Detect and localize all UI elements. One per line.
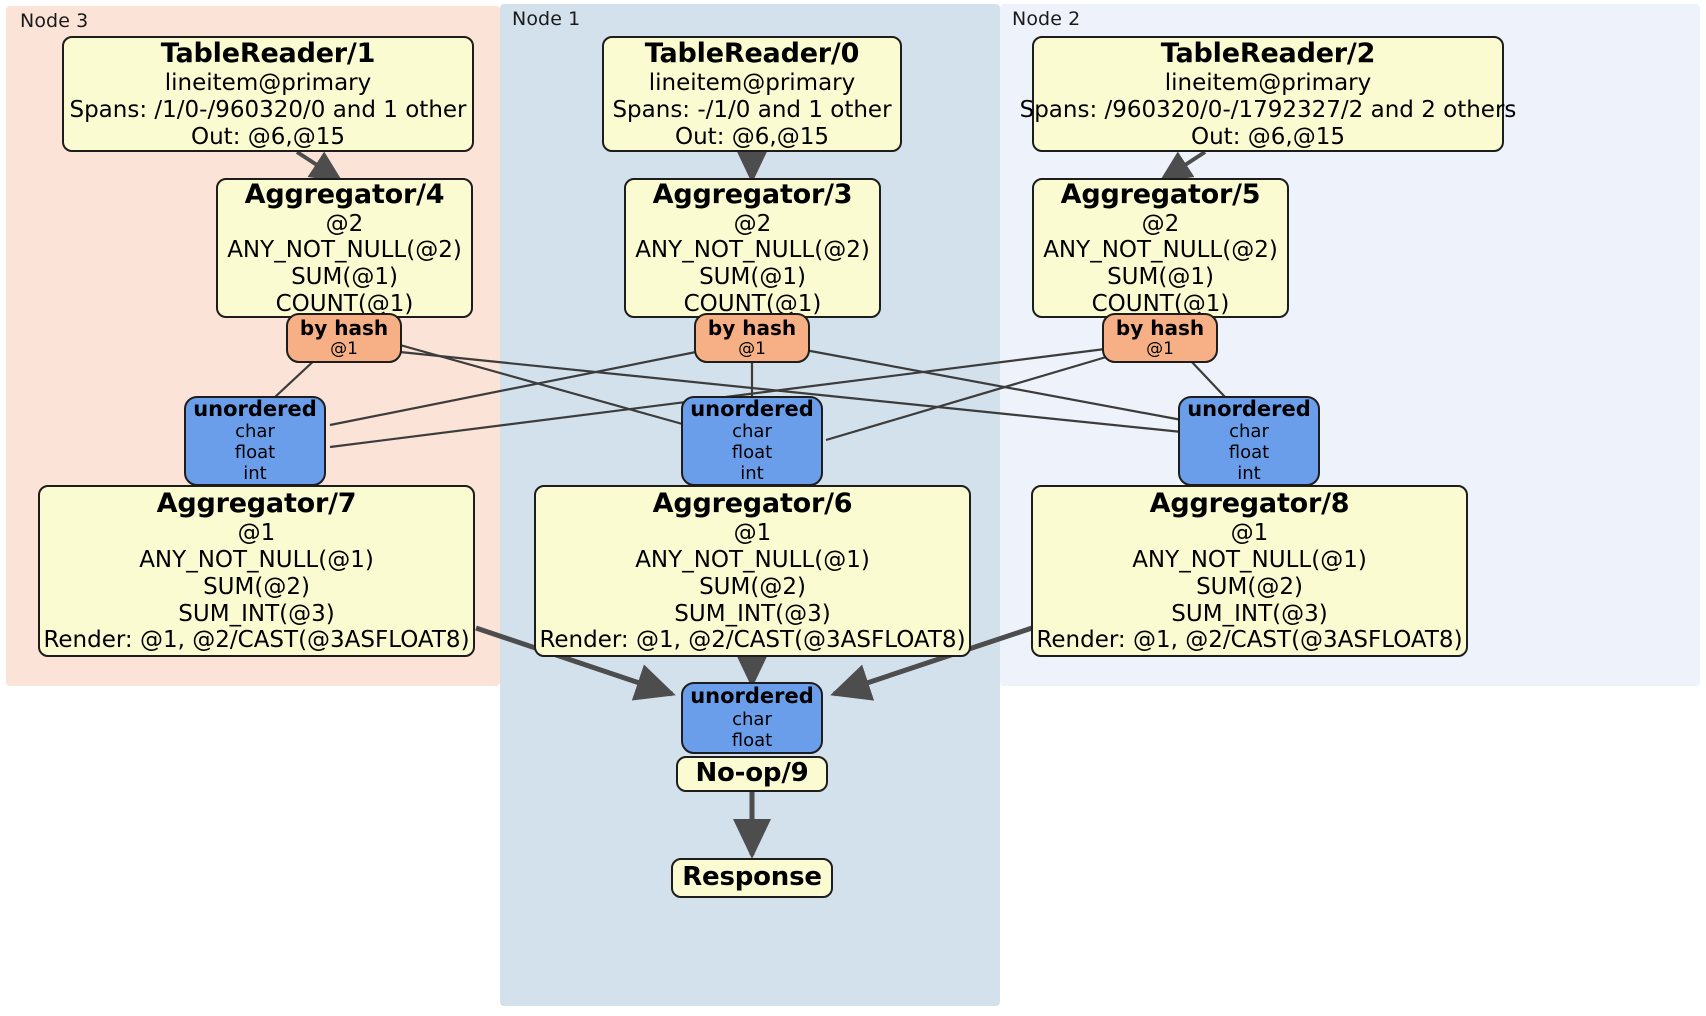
processor-render: Render: @1, @2/CAST(@3ASFLOAT8) (1036, 627, 1463, 654)
processor-title: Aggregator/6 (652, 488, 853, 520)
hash-router-node-1[interactable]: by hash @1 (694, 313, 810, 363)
processor-agg-1: ANY_NOT_NULL(@2) (227, 237, 462, 264)
processor-agg-1: ANY_NOT_NULL(@1) (635, 547, 870, 574)
unordered-router-node-2[interactable]: unordered char float int (1178, 396, 1320, 486)
processor-response[interactable]: Response (671, 858, 833, 898)
processor-aggregator-6[interactable]: Aggregator/6 @1 ANY_NOT_NULL(@1) SUM(@2)… (534, 485, 971, 657)
router-type-1: char (732, 421, 772, 443)
unordered-router-node-3[interactable]: unordered char float int (184, 396, 326, 486)
processor-out: Out: @6,@15 (191, 123, 345, 150)
processor-table: lineitem@primary (648, 70, 856, 97)
processor-agg-1: ANY_NOT_NULL(@1) (1132, 547, 1367, 574)
router-type-2: float (1228, 442, 1270, 464)
processor-agg-3: SUM_INT(@3) (178, 600, 335, 627)
router-title: by hash (1115, 315, 1205, 340)
processor-agg-3: COUNT(@1) (683, 290, 822, 317)
processor-aggregator-8[interactable]: Aggregator/8 @1 ANY_NOT_NULL(@1) SUM(@2)… (1031, 485, 1468, 657)
router-type-3: int (740, 463, 764, 485)
processor-spans: Spans: /960320/0-/1792327/2 and 2 others (1019, 96, 1517, 123)
processor-agg-2: SUM(@2) (203, 573, 310, 600)
processor-title: Aggregator/3 (652, 178, 853, 210)
processor-agg-2: SUM(@2) (699, 573, 806, 600)
processor-agg-1: ANY_NOT_NULL(@1) (139, 547, 374, 574)
processor-title: Aggregator/8 (1149, 488, 1350, 520)
router-title: unordered (193, 397, 317, 422)
router-type-2: float (731, 729, 773, 751)
panel-node-1-label: Node 1 (512, 8, 581, 30)
panel-node-2-label: Node 2 (1012, 8, 1081, 30)
processor-agg-1: ANY_NOT_NULL(@2) (635, 237, 870, 264)
unordered-router-node-1[interactable]: unordered char float int (681, 396, 823, 486)
hash-router-node-2[interactable]: by hash @1 (1102, 313, 1218, 363)
processor-agg-3: COUNT(@1) (1091, 290, 1230, 317)
processor-table-reader-2[interactable]: TableReader/2 lineitem@primary Spans: /9… (1020, 36, 1516, 152)
processor-agg-3: COUNT(@1) (275, 290, 414, 317)
processor-table: lineitem@primary (1164, 70, 1372, 97)
processor-agg-3: SUM_INT(@3) (674, 600, 831, 627)
router-type-1: char (1229, 421, 1269, 443)
processor-aggregator-7[interactable]: Aggregator/7 @1 ANY_NOT_NULL(@1) SUM(@2)… (38, 485, 475, 657)
processor-title: TableReader/0 (644, 37, 860, 69)
processor-title: Aggregator/7 (156, 488, 357, 520)
router-type-3: int (243, 463, 267, 485)
processor-render: Render: @1, @2/CAST(@3ASFLOAT8) (43, 627, 470, 654)
processor-out: Out: @6,@15 (1191, 123, 1345, 150)
processor-table: lineitem@primary (164, 70, 372, 97)
hash-router-node-3[interactable]: by hash @1 (286, 313, 402, 363)
processor-agg-1: ANY_NOT_NULL(@2) (1043, 237, 1278, 264)
processor-out: Out: @6,@15 (675, 123, 829, 150)
processor-title: Aggregator/5 (1060, 178, 1261, 210)
processor-no-op-9[interactable]: No-op/9 (676, 756, 828, 792)
router-type-1: char (235, 421, 275, 443)
processor-title: TableReader/2 (1160, 37, 1376, 69)
processor-agg-3: SUM_INT(@3) (1171, 600, 1328, 627)
processor-group-col: @2 (1141, 210, 1180, 237)
router-title: by hash (299, 315, 389, 340)
processor-title: No-op/9 (695, 758, 809, 789)
processor-group-col: @1 (1230, 520, 1269, 547)
processor-group-col: @2 (325, 210, 364, 237)
processor-title: Response (682, 862, 822, 893)
processor-aggregator-3[interactable]: Aggregator/3 @2 ANY_NOT_NULL(@2) SUM(@1)… (624, 178, 881, 318)
router-title: unordered (690, 397, 814, 422)
processor-spans: Spans: /1/0-/960320/0 and 1 other (69, 96, 467, 123)
router-type-2: float (731, 442, 773, 464)
router-title: unordered (1187, 397, 1311, 422)
processor-group-col: @2 (733, 210, 772, 237)
unordered-router-final[interactable]: unordered char float (681, 682, 823, 754)
panel-node-3-label: Node 3 (20, 10, 89, 32)
router-column: @1 (1146, 338, 1174, 359)
processor-spans: Spans: -/1/0 and 1 other (612, 96, 892, 123)
processor-group-col: @1 (733, 520, 772, 547)
processor-table-reader-0[interactable]: TableReader/0 lineitem@primary Spans: -/… (602, 36, 902, 152)
processor-render: Render: @1, @2/CAST(@3ASFLOAT8) (539, 627, 966, 654)
processor-agg-2: SUM(@1) (699, 264, 806, 291)
router-title: unordered (690, 684, 814, 709)
processor-group-col: @1 (237, 520, 276, 547)
router-type-3: int (1237, 463, 1261, 485)
processor-agg-2: SUM(@2) (1196, 573, 1303, 600)
processor-agg-2: SUM(@1) (291, 264, 398, 291)
router-type-1: char (732, 708, 772, 730)
processor-title: TableReader/1 (160, 37, 376, 69)
processor-agg-2: SUM(@1) (1107, 264, 1214, 291)
router-title: by hash (707, 315, 797, 340)
processor-aggregator-5[interactable]: Aggregator/5 @2 ANY_NOT_NULL(@2) SUM(@1)… (1032, 178, 1289, 318)
router-column: @1 (738, 338, 766, 359)
processor-aggregator-4[interactable]: Aggregator/4 @2 ANY_NOT_NULL(@2) SUM(@1)… (216, 178, 473, 318)
processor-table-reader-1[interactable]: TableReader/1 lineitem@primary Spans: /1… (62, 36, 474, 152)
processor-title: Aggregator/4 (244, 178, 445, 210)
router-column: @1 (330, 338, 358, 359)
router-type-2: float (234, 442, 276, 464)
